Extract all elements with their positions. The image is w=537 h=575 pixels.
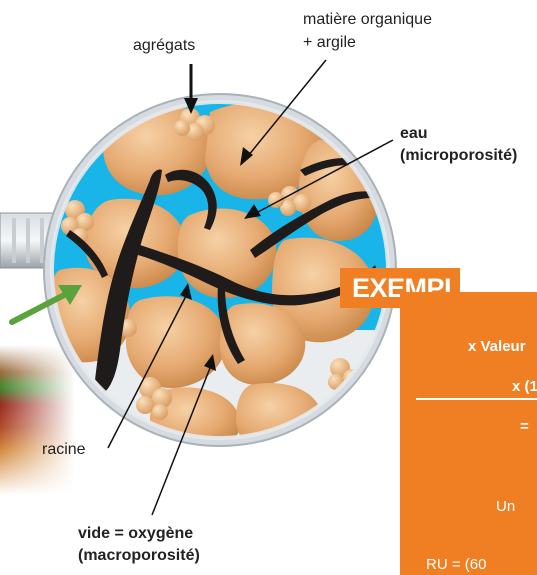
exemple-line-4: Un xyxy=(496,498,515,516)
exemple-line-2: x (1 xyxy=(512,378,537,396)
exemple-line-3: = xyxy=(520,418,529,436)
label-vide-oxygene: vide = oxygène xyxy=(78,524,193,544)
label-racine: racine xyxy=(42,440,86,460)
exemple-line-5: RU = (60 xyxy=(426,556,486,574)
label-agregats: agrégats xyxy=(133,36,195,56)
label-matiere-organique: matière organique xyxy=(303,10,432,30)
exemple-line-1: x Valeur xyxy=(468,338,526,356)
label-eau: eau xyxy=(400,124,428,144)
label-argile: + argile xyxy=(303,33,356,53)
label-macroporosite: (macroporosité) xyxy=(78,546,200,566)
exemple-panel: x Valeur x (1 = Un RU = (60 xyxy=(400,292,537,575)
soil-strata xyxy=(0,345,75,495)
label-microporosite: (microporosité) xyxy=(400,146,517,166)
